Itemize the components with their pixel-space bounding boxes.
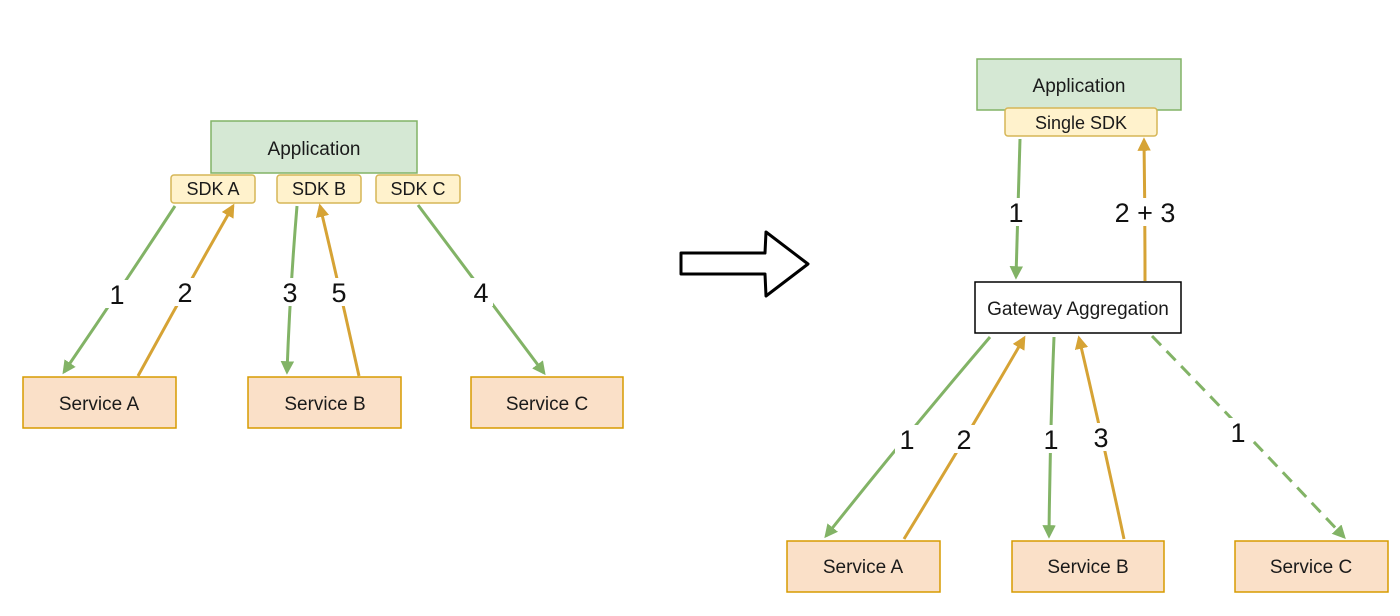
- right-arrow-icon: [679, 230, 810, 298]
- right-diagram: Application Single SDK Gateway Aggregati…: [786, 58, 1389, 593]
- gateway-aggregation-box: Gateway Aggregation: [974, 281, 1182, 334]
- right-application-box: Application: [976, 58, 1182, 111]
- right-service-c-label: Service C: [1270, 557, 1352, 578]
- left-step-label: 3: [282, 278, 297, 308]
- left-service-b-label: Service B: [284, 394, 365, 415]
- single-sdk-label: Single SDK: [1035, 113, 1127, 133]
- left-diagram: Application SDK A SDK B SDK C Service A …: [22, 120, 624, 429]
- right-bottom-step-label: 2: [956, 425, 971, 455]
- sdk-c-label: SDK C: [390, 179, 445, 199]
- sdk-b-box: SDK B: [276, 174, 362, 204]
- left-application-box: Application: [210, 120, 418, 174]
- sdk-a-label: SDK A: [186, 179, 239, 199]
- left-step-label: 4: [473, 278, 488, 308]
- right-service-a-box: Service A: [786, 540, 941, 593]
- single-sdk-box: Single SDK: [1004, 107, 1158, 137]
- left-step-label: 2: [177, 278, 192, 308]
- right-service-a-label: Service A: [823, 557, 904, 578]
- right-top-step-label: 1: [1008, 198, 1023, 228]
- right-application-label: Application: [1033, 76, 1126, 97]
- right-bottom-step-label: 3: [1093, 423, 1108, 453]
- right-bottom-step-label: 1: [1230, 418, 1245, 448]
- left-service-c-label: Service C: [506, 394, 588, 415]
- right-bottom-step-label: 1: [1043, 425, 1058, 455]
- left-service-a-box: Service A: [22, 376, 177, 429]
- right-top-step-label: 2 + 3: [1115, 198, 1176, 228]
- sdk-b-label: SDK B: [292, 179, 346, 199]
- left-service-c-box: Service C: [470, 376, 624, 429]
- gateway-aggregation-label: Gateway Aggregation: [987, 299, 1169, 320]
- left-step-label: 5: [331, 278, 346, 308]
- sdk-c-box: SDK C: [375, 174, 461, 204]
- left-service-b-box: Service B: [247, 376, 402, 429]
- right-service-c-box: Service C: [1234, 540, 1389, 593]
- left-service-a-label: Service A: [59, 394, 140, 415]
- sdk-a-box: SDK A: [170, 174, 256, 204]
- left-application-label: Application: [268, 139, 361, 160]
- right-service-b-label: Service B: [1047, 557, 1128, 578]
- right-bottom-step-label: 1: [899, 425, 914, 455]
- right-service-b-box: Service B: [1011, 540, 1165, 593]
- left-step-label: 1: [109, 280, 124, 310]
